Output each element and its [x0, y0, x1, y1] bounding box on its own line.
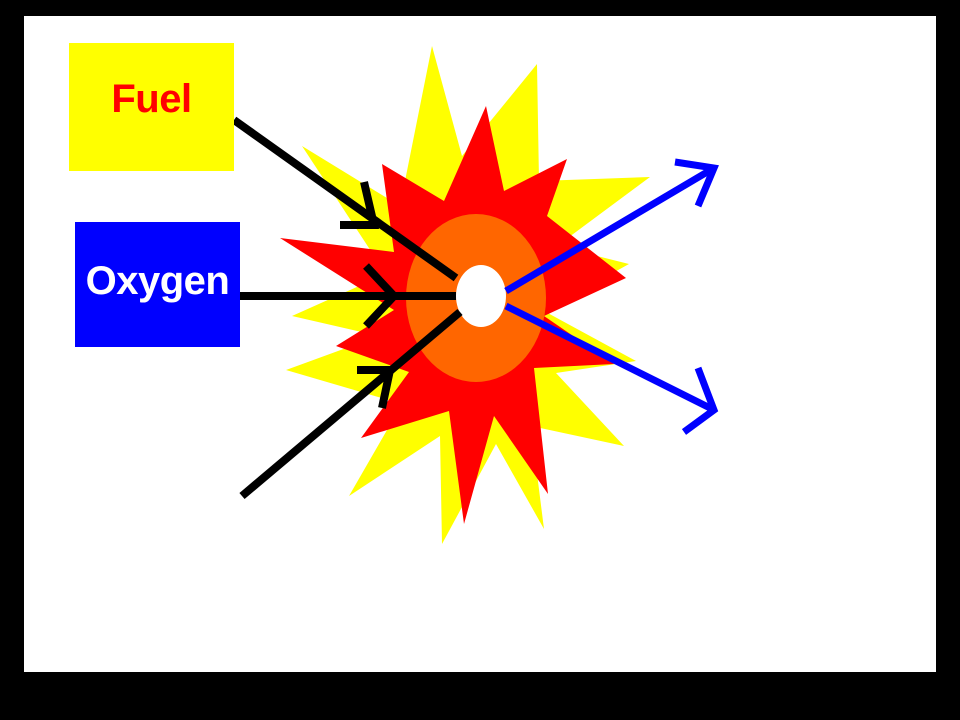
- upper-output-arrow: [504, 158, 719, 295]
- third-input-arrow: [239, 308, 463, 500]
- reaction-center: [456, 265, 506, 327]
- input-arrows: [231, 116, 463, 500]
- oxygen-label: Oxygen: [85, 259, 230, 303]
- fuel-arrow: [231, 116, 459, 282]
- fuel-label-box: Fuel: [69, 43, 234, 171]
- oxygen-arrow: [240, 263, 456, 329]
- oxygen-label-box: Oxygen: [75, 222, 240, 347]
- lower-output-arrow: [504, 302, 719, 435]
- diagram-canvas: Fuel Oxygen: [24, 16, 936, 672]
- fuel-label: Fuel: [111, 76, 192, 121]
- output-arrows: [504, 158, 719, 435]
- combustion-diagram: [231, 46, 719, 544]
